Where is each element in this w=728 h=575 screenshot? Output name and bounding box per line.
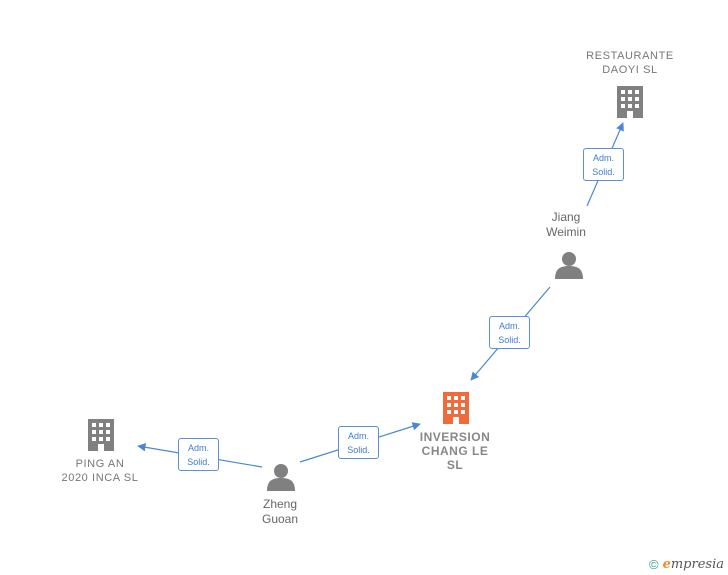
building-icon[interactable] bbox=[88, 419, 114, 451]
edge-label-line2: Solid. bbox=[592, 167, 615, 177]
copyright-icon: © bbox=[648, 557, 659, 572]
node-label-restaurante[interactable]: RESTAURANTE DAOYI SL bbox=[586, 50, 674, 76]
edge-label-line2: Solid. bbox=[187, 457, 210, 467]
node-label-zheng[interactable]: Zheng Guoan bbox=[261, 497, 299, 526]
edge-label-zheng-ping: Adm. Solid. bbox=[178, 438, 219, 471]
node-label-inversion[interactable]: INVERSION CHANG LE SL bbox=[419, 430, 491, 472]
edge-label-line2: Solid. bbox=[498, 335, 521, 345]
edge-label-line1: Adm. bbox=[498, 321, 520, 331]
edge-label-line2: Solid. bbox=[347, 445, 370, 455]
edge-label-line1: Adm. bbox=[187, 443, 209, 453]
building-icon[interactable] bbox=[443, 392, 469, 424]
edge-label-line1: Adm. bbox=[347, 431, 369, 441]
node-label-jiang[interactable]: Jiang Weimin bbox=[546, 210, 586, 239]
person-icon[interactable] bbox=[555, 252, 583, 279]
brand-logo[interactable]: empresia bbox=[662, 557, 724, 572]
edge-label-zheng-inversion: Adm. Solid. bbox=[338, 426, 379, 459]
edge-label-line1: Adm. bbox=[592, 153, 614, 163]
footer-brand: © empresia bbox=[649, 557, 724, 572]
edge-label-jiang-inversion: Adm. Solid. bbox=[489, 316, 530, 349]
person-icon[interactable] bbox=[267, 464, 295, 491]
edge-label-jiang-restaurante: Adm. Solid. bbox=[583, 148, 624, 181]
node-label-ping[interactable]: PING AN 2020 INCA SL bbox=[61, 458, 139, 484]
building-icon[interactable] bbox=[617, 86, 643, 118]
